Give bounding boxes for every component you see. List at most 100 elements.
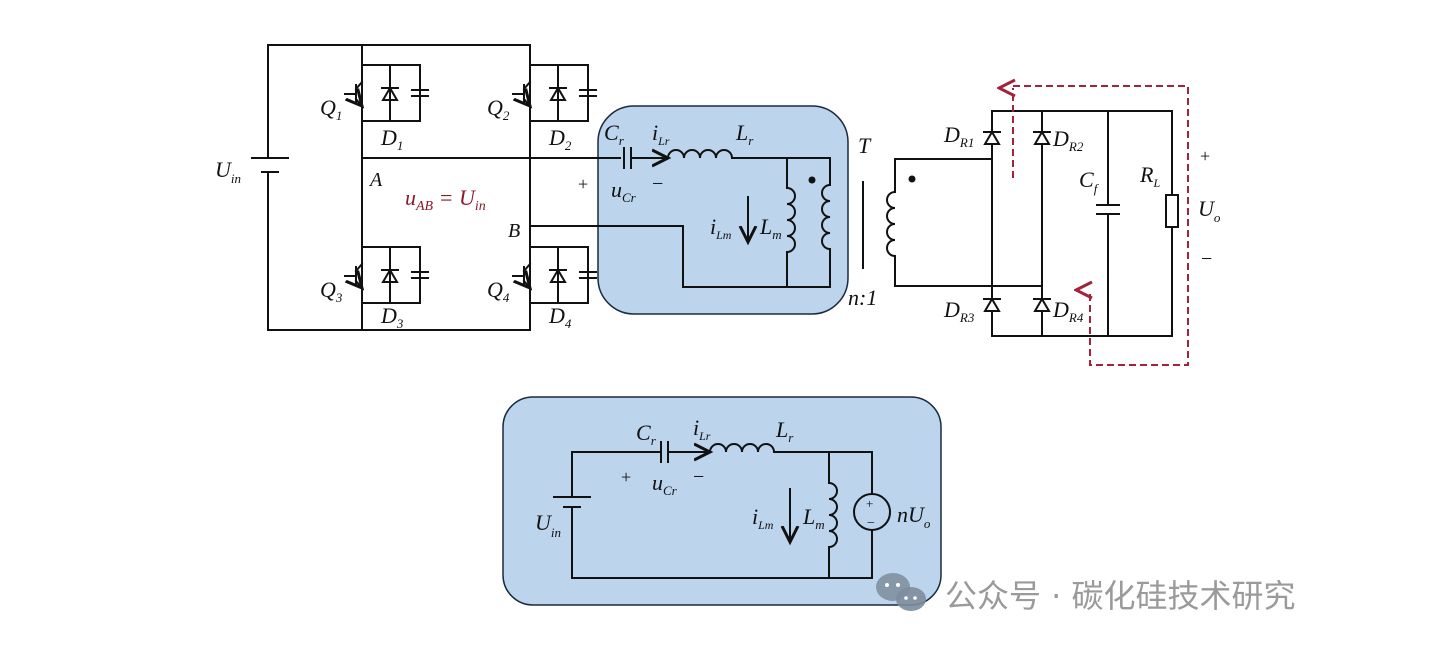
uin-main: U xyxy=(215,157,233,182)
label-dr1: DR1 xyxy=(943,122,974,150)
primary-dot xyxy=(808,176,816,184)
equivalent-circuit: + − Cr iLr Lr + − uCr Uin iLm Lm nUo xyxy=(502,396,942,606)
cr-main: C xyxy=(604,120,619,145)
eq-lm-inductor xyxy=(827,481,838,549)
ucr-plus: + xyxy=(578,174,588,194)
switch-q4 xyxy=(512,246,597,304)
dr2-sub: R2 xyxy=(1068,139,1084,154)
ilm-sub: Lm xyxy=(715,228,732,242)
lr-main: L xyxy=(735,120,748,145)
eq-uin-sub: in xyxy=(551,525,561,540)
transformer: T n:1 xyxy=(848,133,1043,310)
label-lm: Lm xyxy=(759,214,782,242)
src-minus: − xyxy=(867,516,875,531)
label-d1: D1 xyxy=(380,125,403,153)
label-ilr: iLr xyxy=(652,120,670,148)
eq-ilm-main: i xyxy=(752,504,758,529)
label-uo: Uo xyxy=(1198,196,1221,225)
dr1-sub: R1 xyxy=(959,135,974,150)
current-path-loop xyxy=(1013,85,1189,366)
node-b-label: B xyxy=(508,220,520,242)
label-cr: Cr xyxy=(604,120,625,148)
d2-main: D xyxy=(548,125,565,150)
diode-dr3 xyxy=(983,297,1001,312)
eq-label-cr: Cr xyxy=(636,420,657,448)
label-dr2: DR2 xyxy=(1052,126,1084,154)
d4-sub: 4 xyxy=(565,316,572,331)
label-q4: Q4 xyxy=(487,277,510,305)
label-dr3: DR3 xyxy=(943,297,975,325)
eq-ilr-main: i xyxy=(693,415,699,440)
q4-sub: 4 xyxy=(503,290,510,305)
lr-inductor xyxy=(666,149,734,160)
switch-q2 xyxy=(512,64,597,122)
ilm-main: i xyxy=(710,214,716,239)
eq-cr-sub: r xyxy=(651,433,657,448)
eq-label-nuo: nUo xyxy=(897,502,931,531)
node-a-label: A xyxy=(368,169,383,191)
eq-ucr-main: u xyxy=(652,470,663,495)
dr2-main: D xyxy=(1052,126,1069,151)
label-ilm: iLm xyxy=(710,214,732,242)
eq-cr-main: C xyxy=(636,420,651,445)
resonant-tank-highlight xyxy=(597,105,849,315)
eq-ilr-sub: Lr xyxy=(698,429,711,443)
eq-label-ilr: iLr xyxy=(693,415,711,443)
secondary-dot xyxy=(908,175,916,183)
d2-sub: 2 xyxy=(565,138,572,153)
watermark-text: 公众号 · 碳化硅技术研究 xyxy=(945,577,1296,615)
equation-uab: uAB = Uin xyxy=(405,185,486,214)
lr-sub: r xyxy=(748,133,754,148)
rl-main: R xyxy=(1139,162,1154,187)
wechat-icon xyxy=(876,573,926,611)
eq-ucr-minus: − xyxy=(693,466,704,488)
dr3-sub: R3 xyxy=(959,310,975,325)
eq-lr-inductor xyxy=(708,443,776,454)
lm-sub: m xyxy=(772,227,781,242)
rectifier: DR1 DR2 DR3 DR4 Cf RL + Uo − xyxy=(943,85,1221,366)
rl-sub: L xyxy=(1152,176,1160,190)
d1-sub: 1 xyxy=(397,138,404,153)
q3-main: Q xyxy=(320,277,336,302)
eq-label-lm: Lm xyxy=(802,504,825,532)
q1-sub: 1 xyxy=(336,108,343,123)
eq-label-ucr: uCr xyxy=(652,470,678,498)
uo-main: U xyxy=(1198,196,1216,221)
full-bridge: Uin Q1 D1 Q2 D2 Q3 D3 Q4 D4 A B uAB = Ui… xyxy=(215,44,831,331)
eq-ab: AB xyxy=(415,199,434,214)
transformer-label: T xyxy=(858,133,872,158)
ucr-main: u xyxy=(611,177,622,202)
load-resistor xyxy=(1165,194,1179,228)
label-rl: RL xyxy=(1139,162,1160,190)
ilr-sub: Lr xyxy=(657,134,670,148)
lm-main: L xyxy=(759,214,772,239)
d1-main: D xyxy=(380,125,397,150)
label-d3: D3 xyxy=(380,303,404,331)
primary-winding xyxy=(821,183,832,251)
q4-main: Q xyxy=(487,277,503,302)
eq-label-ilm: iLm xyxy=(752,504,774,532)
uo-sub: o xyxy=(1214,210,1221,225)
d4-main: D xyxy=(548,303,565,328)
dr4-main: D xyxy=(1052,297,1069,322)
eq-ilm-sub: Lm xyxy=(757,518,774,532)
q2-main: Q xyxy=(487,95,503,120)
label-d4: D4 xyxy=(548,303,572,331)
eq-lm-sub: m xyxy=(815,517,824,532)
switch-q1 xyxy=(344,64,429,122)
turns-ratio: n:1 xyxy=(848,285,877,310)
q2-sub: 2 xyxy=(503,108,510,123)
eq-in: in xyxy=(475,199,486,214)
cf-sub: f xyxy=(1094,181,1100,196)
eq-nuo-sub: o xyxy=(924,516,931,531)
dr4-sub: R4 xyxy=(1068,310,1084,325)
diode-dr1 xyxy=(983,130,1001,145)
eq-ucr-plus: + xyxy=(621,467,631,487)
ilr-main: i xyxy=(652,120,658,145)
uo-plus: + xyxy=(1200,146,1210,166)
watermark: 公众号 · 碳化硅技术研究 xyxy=(876,573,1296,615)
eq-nuo-main: nU xyxy=(897,502,926,527)
lm-inductor xyxy=(785,186,796,254)
eq-lr-main: L xyxy=(775,417,788,442)
